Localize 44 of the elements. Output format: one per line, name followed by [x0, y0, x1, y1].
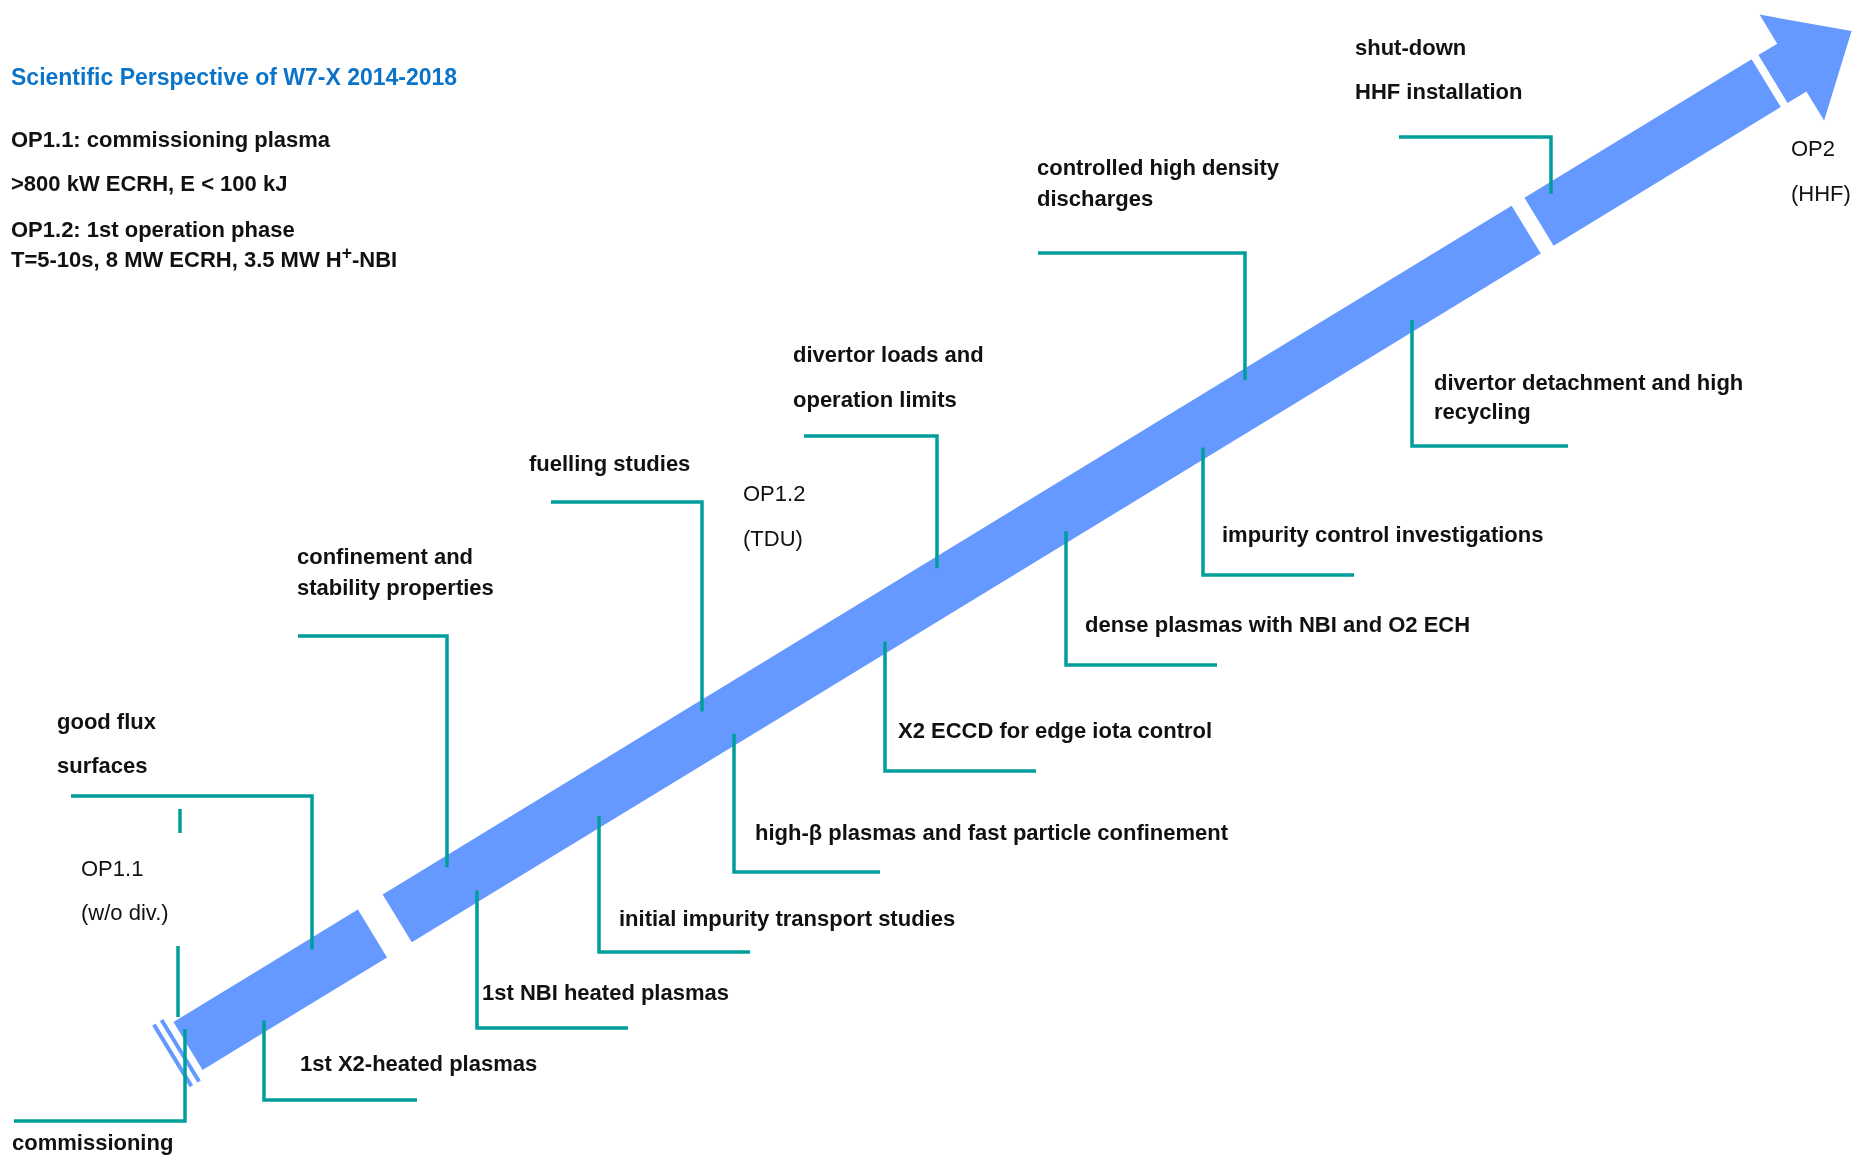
milestone-label: controlled high density discharges	[1037, 154, 1280, 213]
note-text: >800 kW ECRH, E < 100 kJ	[11, 171, 288, 197]
leader-line	[262, 1020, 417, 1102]
milestone-label: impurity control investigations	[1222, 521, 1544, 549]
leader-line	[883, 641, 1036, 773]
milestone-label: confinement and stability properties	[297, 543, 495, 602]
leader-line	[475, 890, 628, 1030]
leader-line	[298, 634, 449, 868]
leader-line	[71, 794, 314, 950]
leader-line	[551, 500, 704, 712]
milestone-label: high-β plasmas and fast particle confinement	[755, 819, 1229, 847]
leader-line	[1038, 251, 1247, 381]
note-text: OP1.2: 1st operation phase	[11, 217, 295, 243]
phase-label: OP1.1	[81, 856, 144, 882]
leader-line	[597, 816, 750, 954]
note-text: OP1.1: commissioning plasma	[11, 127, 331, 153]
leader-line	[732, 733, 880, 874]
phase-label: (HHF)	[1791, 181, 1851, 207]
leader-line	[1201, 447, 1354, 577]
leader-line	[14, 1029, 187, 1123]
milestone-label: shut-down	[1355, 34, 1468, 62]
milestone-label: divertor detachment and high recycling	[1434, 369, 1745, 426]
milestone-label: good flux surfaces	[57, 708, 157, 780]
leader-line	[1410, 320, 1568, 448]
timeline-arrowhead	[1758, 14, 1852, 121]
timeline-bar-segment	[1524, 59, 1781, 246]
milestone-label: HHF installation	[1355, 78, 1523, 106]
milestone-label: commissioning	[12, 1129, 174, 1157]
phase-label: (TDU)	[743, 526, 803, 552]
note-text: T=5-10s, 8 MW ECRH, 3.5 MW H$^{+}$-NBI	[11, 247, 398, 273]
phase-label: OP2	[1791, 136, 1836, 162]
milestone-label: 1st NBI heated plasmas	[482, 979, 729, 1007]
diagram-title: Scientific Perspective of W7-X 2014-2018	[11, 64, 458, 91]
milestone-label: divertor loads and operation limits	[793, 341, 985, 414]
leader-line	[1399, 135, 1553, 194]
milestone-label: dense plasmas with NBI and O2 ECH	[1085, 611, 1471, 639]
phase-label: (w/o div.)	[81, 900, 169, 926]
phase-label: OP1.2	[743, 481, 806, 507]
milestone-label: initial impurity transport studies	[619, 905, 956, 933]
milestone-label: fuelling studies	[529, 450, 691, 478]
milestone-label: X2 ECCD for edge iota control	[898, 717, 1213, 745]
leader-line	[1064, 531, 1217, 667]
milestone-label: 1st X2-heated plasmas	[300, 1050, 538, 1078]
leader-line	[804, 434, 939, 569]
